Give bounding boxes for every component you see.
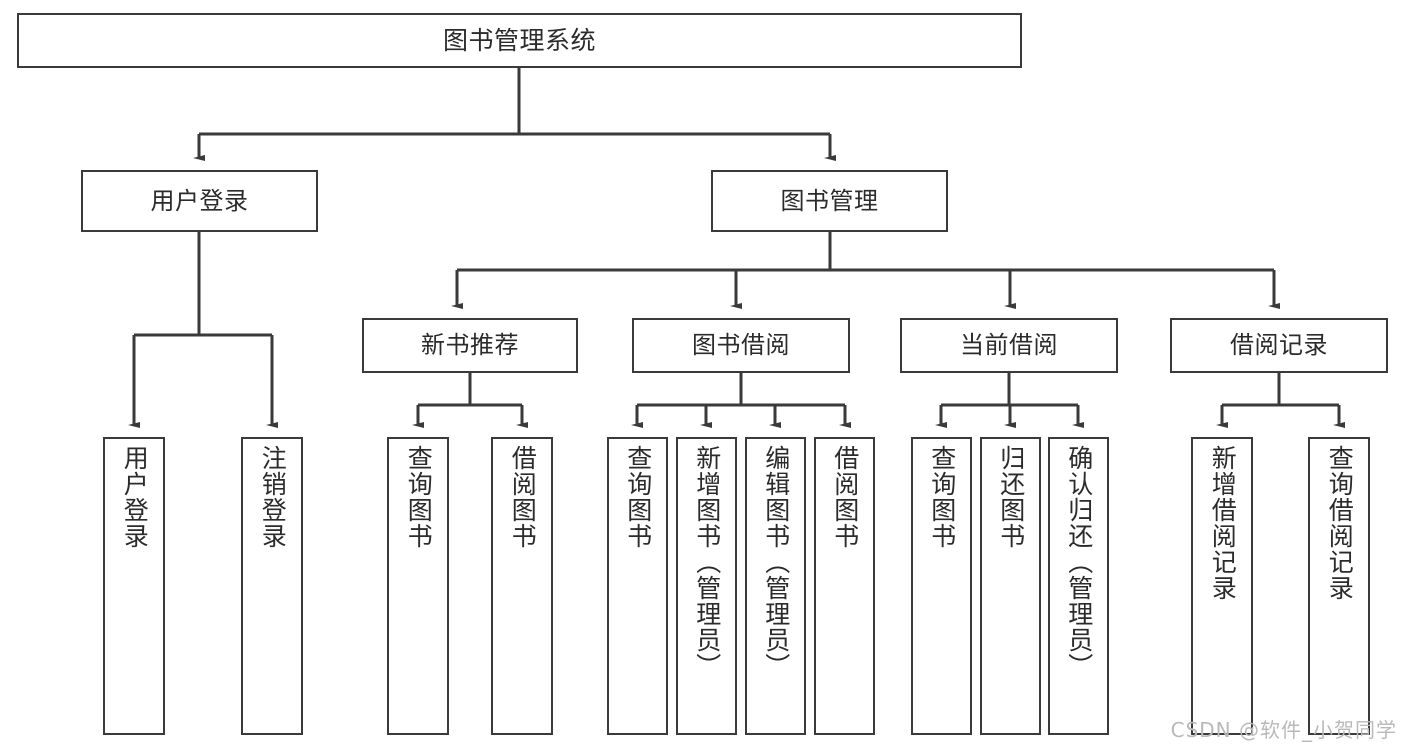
node-current-borrow-label: 当前借阅 — [960, 331, 1058, 360]
node-new-book-recommend[interactable]: 新书推荐 — [362, 318, 578, 373]
node-user-login-label: 用户登录 — [150, 186, 249, 215]
node-leaf-add-record-label: 新增借阅记录 — [1208, 445, 1238, 601]
node-leaf-add-record[interactable]: 新增借阅记录 — [1191, 437, 1253, 735]
node-leaf-borrow-book-1[interactable]: 借阅图书 — [491, 437, 553, 735]
node-leaf-edit-book-label: 编辑图书（管理员） — [761, 445, 791, 679]
node-current-borrow[interactable]: 当前借阅 — [900, 318, 1118, 373]
node-leaf-confirm-return[interactable]: 确认归还（管理员） — [1048, 437, 1109, 735]
node-leaf-query-record-label: 查询借阅记录 — [1325, 445, 1355, 601]
node-book-manage[interactable]: 图书管理 — [711, 170, 948, 232]
node-book-manage-label: 图书管理 — [780, 186, 879, 215]
node-leaf-return-book-label: 归还图书 — [996, 445, 1026, 549]
node-leaf-user-login-label: 用户登录 — [120, 445, 150, 549]
node-leaf-borrow-book-2[interactable]: 借阅图书 — [814, 437, 875, 735]
node-leaf-confirm-return-label: 确认归还（管理员） — [1064, 445, 1094, 679]
node-leaf-query-book-3-label: 查询图书 — [927, 445, 957, 549]
node-new-book-recommend-label: 新书推荐 — [421, 331, 519, 360]
node-borrow-record[interactable]: 借阅记录 — [1170, 318, 1388, 373]
node-leaf-query-book-2-label: 查询图书 — [623, 445, 653, 549]
node-leaf-add-book-label: 新增图书（管理员） — [692, 445, 722, 679]
node-leaf-borrow-book-1-label: 借阅图书 — [508, 445, 538, 549]
node-leaf-query-book-1[interactable]: 查询图书 — [387, 437, 449, 735]
node-user-login[interactable]: 用户登录 — [81, 170, 318, 232]
node-leaf-borrow-book-2-label: 借阅图书 — [830, 445, 860, 549]
node-leaf-add-book[interactable]: 新增图书（管理员） — [676, 437, 737, 735]
node-leaf-user-login[interactable]: 用户登录 — [103, 437, 165, 735]
node-leaf-query-record[interactable]: 查询借阅记录 — [1308, 437, 1370, 735]
node-root[interactable]: 图书管理系统 — [17, 13, 1022, 68]
node-borrow-record-label: 借阅记录 — [1230, 331, 1328, 360]
node-leaf-edit-book[interactable]: 编辑图书（管理员） — [745, 437, 806, 735]
node-book-borrow-label: 图书借阅 — [692, 331, 790, 360]
node-root-label: 图书管理系统 — [442, 25, 596, 55]
node-leaf-user-logout-label: 注销登录 — [258, 445, 288, 549]
node-leaf-query-book-1-label: 查询图书 — [404, 445, 434, 549]
node-book-borrow[interactable]: 图书借阅 — [632, 318, 850, 373]
node-leaf-query-book-3[interactable]: 查询图书 — [911, 437, 972, 735]
node-leaf-user-logout[interactable]: 注销登录 — [241, 437, 303, 735]
node-leaf-return-book[interactable]: 归还图书 — [980, 437, 1041, 735]
node-leaf-query-book-2[interactable]: 查询图书 — [607, 437, 668, 735]
